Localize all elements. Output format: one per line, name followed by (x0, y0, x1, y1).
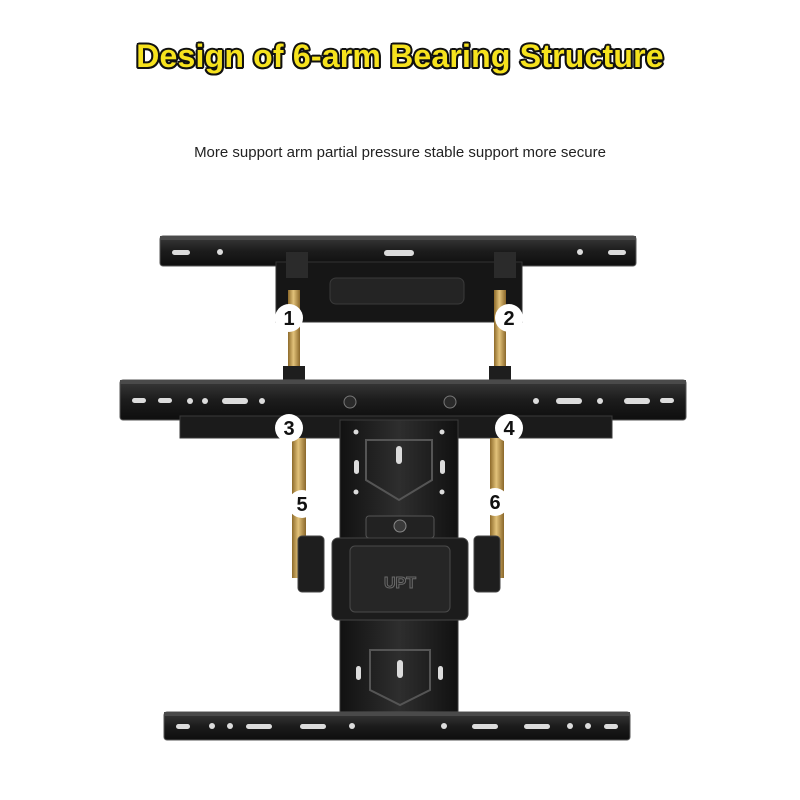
pivot-block: UPT (331, 515, 469, 621)
svg-text:3: 3 (283, 418, 294, 440)
arm-label-5: 5 (288, 490, 316, 518)
top-wall-plate (159, 235, 637, 323)
arm-label-3: 3 (275, 414, 303, 442)
svg-text:4: 4 (503, 418, 515, 440)
page-title: Design of 6-arm Bearing Structure (136, 38, 664, 74)
arm-label-6: 6 (481, 488, 509, 516)
page-subtitle: More support arm partial pressure stable… (194, 144, 606, 161)
arm-label-4: 4 (495, 414, 523, 442)
svg-text:6: 6 (489, 492, 500, 514)
arm-label-2: 2 (495, 304, 523, 332)
svg-text:1: 1 (283, 308, 294, 330)
arm-label-1: 1 (275, 304, 303, 332)
svg-text:2: 2 (503, 308, 514, 330)
brand-mark: UPT (384, 575, 416, 592)
bottom-tv-plate (163, 711, 631, 741)
svg-text:5: 5 (296, 494, 307, 516)
